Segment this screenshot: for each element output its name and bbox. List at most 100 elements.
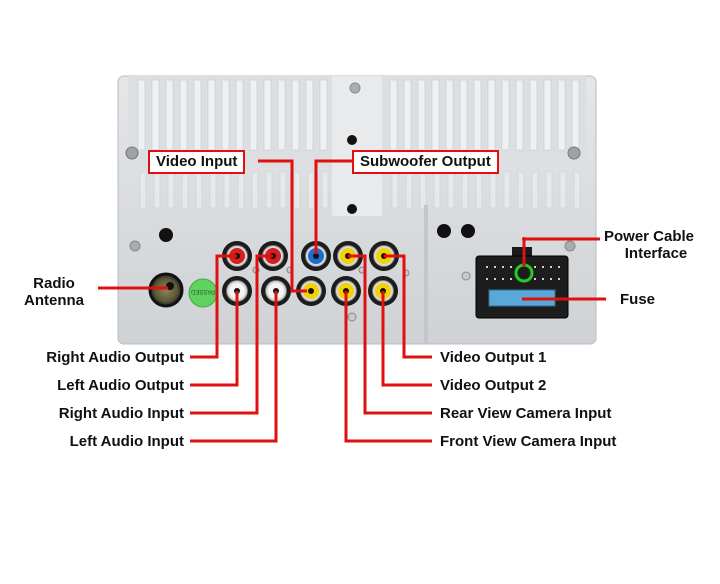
panel-divider	[424, 205, 428, 343]
leader-line-video-output-2	[381, 291, 432, 387]
connector-pin	[534, 266, 536, 268]
label-video-output-2: Video Output 2	[440, 377, 547, 394]
label-left-audio-input: Left Audio Input	[69, 433, 184, 450]
heatsink-fin	[529, 79, 538, 151]
heatsink-fin	[319, 79, 328, 151]
label-radio-antenna-line1: Radio	[33, 275, 75, 292]
heatsink-fin	[207, 79, 216, 151]
heatsink-fin	[501, 79, 510, 151]
connector-pin	[486, 278, 488, 280]
side-screw-icon	[129, 240, 141, 252]
leader-line-left-audio-output	[190, 291, 239, 387]
heatsink-fin	[137, 79, 146, 151]
radio-antenna-jack	[148, 272, 184, 308]
heatsink-fin	[571, 79, 580, 151]
label-power-cable-line1: Power Cable	[604, 228, 695, 245]
connector-pin	[542, 278, 544, 280]
heatsink-fin	[433, 171, 441, 209]
leader-line-rear-view-camera	[348, 254, 432, 415]
heatsink-fin	[249, 79, 258, 151]
heatsink-fin	[321, 171, 329, 209]
connector-pin	[486, 266, 488, 268]
label-front-view-camera-input: Front View Camera Input	[440, 433, 617, 450]
heatsink-fin	[195, 171, 203, 209]
side-screw-icon	[564, 240, 576, 252]
heatsink-fin	[251, 171, 259, 209]
rca-jack-pin	[308, 288, 314, 294]
heatsink-fin	[223, 171, 231, 209]
leader-line-right-audio-input	[190, 254, 273, 415]
heatsink-fin	[459, 79, 468, 151]
mounting-hole	[437, 224, 451, 238]
connector-pin	[558, 266, 560, 268]
leader-lines	[98, 159, 606, 443]
mounting-hole	[347, 204, 357, 214]
connector-pin	[510, 266, 512, 268]
label-video-output-1: Video Output 1	[440, 349, 547, 366]
connector-pins	[486, 266, 560, 280]
connector-pin	[542, 266, 544, 268]
heatsink-fin	[305, 79, 314, 151]
connector-pin	[502, 266, 504, 268]
heatsink-fin	[403, 79, 412, 151]
label-right-audio-output: Right Audio Output	[46, 349, 184, 366]
heatsink-fin	[279, 171, 287, 209]
connector-pin	[510, 278, 512, 280]
label-power-cable-interface: Power Cable Interface	[604, 228, 694, 262]
mounting-hole	[461, 224, 475, 238]
heatsink-fin	[265, 171, 273, 209]
heatsink-fin	[461, 171, 469, 209]
label-fuse: Fuse	[620, 291, 656, 308]
connector-pin	[558, 278, 560, 280]
top-screw-icon	[349, 82, 361, 94]
heatsink-fin	[139, 171, 147, 209]
rca-jack-group	[222, 241, 399, 306]
rca-jack-video-input	[296, 276, 326, 306]
label-radio-antenna: Radio Antenna	[18, 275, 90, 309]
heatsink-fin	[293, 171, 301, 209]
connector-pin	[502, 278, 504, 280]
mounting-hole	[347, 135, 357, 145]
heatsink-fin	[237, 171, 245, 209]
connector-pin	[550, 266, 552, 268]
leader-line-right-audio-output	[190, 254, 237, 359]
heatsink-fin	[153, 171, 161, 209]
heatsink-fin	[531, 171, 539, 209]
leader-line-left-audio-input	[190, 291, 278, 443]
label-power-cable-line2: Interface	[624, 245, 688, 262]
screw-icon	[347, 312, 357, 322]
heatsink-fin	[179, 79, 188, 151]
heatsink-fin	[209, 171, 217, 209]
leader-line-front-view-camera	[344, 291, 432, 443]
heatsink-fin	[573, 171, 581, 209]
heatsink-fin	[417, 79, 426, 151]
heatsink-fin	[235, 79, 244, 151]
rca-jack-pin	[313, 253, 319, 259]
heatsink-fin	[263, 79, 272, 151]
label-subwoofer-output: Subwoofer Output	[352, 150, 499, 174]
heatsink-fin	[503, 171, 511, 209]
heatsink-fin	[181, 171, 189, 209]
leader-line-video-input	[258, 159, 307, 293]
connector-pin	[494, 266, 496, 268]
label-video-input: Video Input	[148, 150, 246, 174]
label-radio-antenna-line2: Antenna	[24, 292, 84, 309]
heatsink-fin	[473, 79, 482, 151]
label-left-audio-output: Left Audio Output	[57, 377, 184, 394]
heatsink-fin	[307, 171, 315, 209]
connector-pin	[494, 278, 496, 280]
heatsink-fin	[447, 171, 455, 209]
heatsink-fin	[389, 79, 398, 151]
heatsink-fin	[405, 171, 413, 209]
power-lead-dot	[522, 237, 526, 241]
label-right-audio-input: Right Audio Input	[58, 405, 184, 422]
heatsink-fin	[517, 171, 525, 209]
screw-icon	[461, 271, 471, 281]
leader-line-video-output-1	[384, 254, 432, 359]
heatsink-fin	[489, 171, 497, 209]
heatsink-fin	[291, 79, 300, 151]
mount-screw-icon	[567, 146, 581, 160]
label-rear-view-camera-input: Rear View Camera Input	[440, 405, 612, 422]
